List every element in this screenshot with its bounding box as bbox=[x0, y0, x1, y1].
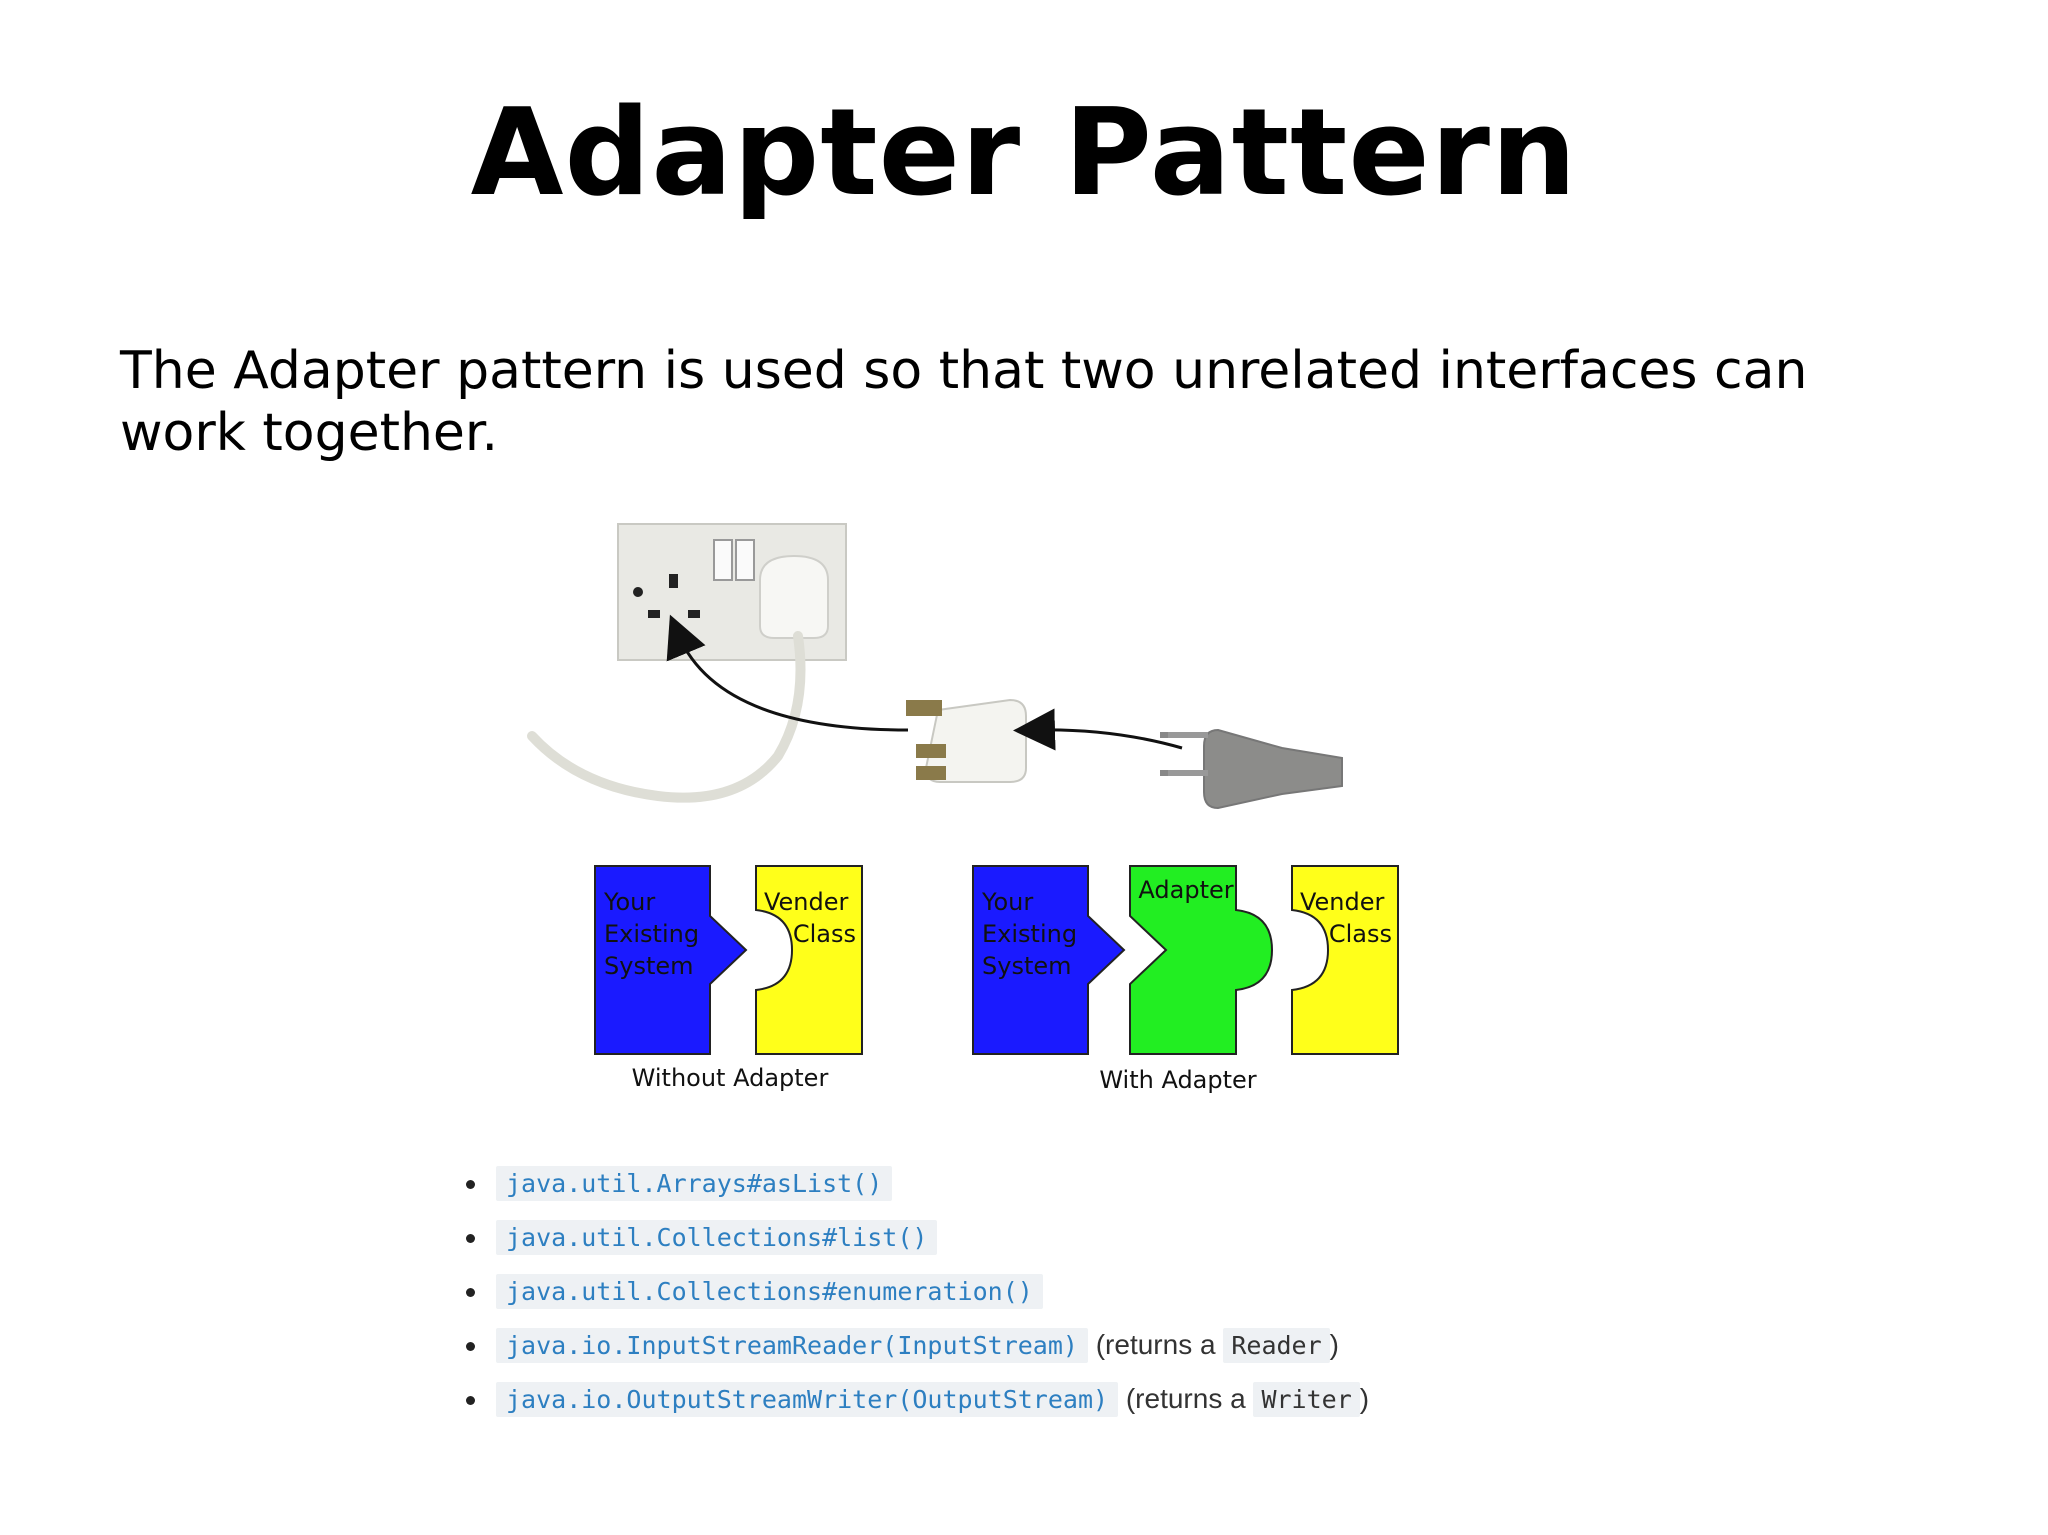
code-link[interactable]: java.util.Arrays#asList() bbox=[496, 1166, 893, 1201]
adapter-block bbox=[1129, 865, 1274, 1055]
vender-label-line2: Class bbox=[793, 920, 856, 948]
svg-text:Your Existing Syst: Your Existing System bbox=[603, 888, 707, 980]
svg-text:Vender Class: Vender Class bbox=[764, 888, 856, 948]
system-label-line3: System bbox=[604, 952, 694, 980]
euro-plug-icon bbox=[1160, 728, 1343, 810]
system-label-line1: Your bbox=[603, 888, 655, 916]
code-link[interactable]: java.util.Collections#enumeration() bbox=[496, 1274, 1043, 1309]
system-label-line1: Your bbox=[981, 888, 1033, 916]
note-code: Reader bbox=[1223, 1328, 1330, 1363]
vender-class-block bbox=[1291, 865, 1399, 1055]
vender-label-line1: Vender bbox=[1300, 888, 1385, 916]
code-link[interactable]: java.io.InputStreamReader(InputStream) bbox=[496, 1328, 1088, 1363]
wall-socket-icon bbox=[617, 523, 847, 661]
svg-text:Your Existing Syst: Your Existing System bbox=[981, 888, 1085, 980]
with-adapter-diagram: Your Existing System Adapter Vender Clas… bbox=[972, 865, 1399, 1094]
svg-text:Vender Class: Vender Class bbox=[1300, 888, 1392, 948]
arrow-to-socket bbox=[666, 614, 909, 732]
note-text: (returns a bbox=[1125, 1383, 1246, 1414]
code-link[interactable]: java.io.OutputStreamWriter(OutputStream) bbox=[496, 1382, 1119, 1417]
intro-text: The Adapter pattern is used so that two … bbox=[120, 341, 1808, 463]
list-item: java.io.InputStreamReader(InputStream) (… bbox=[462, 1318, 1369, 1372]
without-adapter-diagram: Your Existing System Vender Class Withou… bbox=[594, 865, 863, 1092]
arrow-to-adapter bbox=[1013, 708, 1183, 751]
note-close: ) bbox=[1329, 1329, 1339, 1360]
caption-with-adapter: With Adapter bbox=[1099, 1066, 1256, 1094]
system-label-line3: System bbox=[982, 952, 1072, 980]
vender-class-block bbox=[755, 865, 863, 1055]
list-item: java.util.Arrays#asList() bbox=[462, 1156, 1369, 1210]
cable bbox=[527, 631, 806, 803]
travel-adapter-icon bbox=[906, 698, 1027, 783]
caption-without-adapter: Without Adapter bbox=[632, 1064, 829, 1092]
note-close: ) bbox=[1359, 1383, 1370, 1414]
system-label-line2: Existing bbox=[604, 920, 699, 948]
system-label-line2: Existing bbox=[982, 920, 1077, 948]
list-item: java.util.Collections#list() bbox=[462, 1210, 1369, 1264]
your-system-block bbox=[972, 865, 1126, 1055]
list-item: java.io.OutputStreamWriter(OutputStream)… bbox=[462, 1372, 1369, 1426]
examples-list: java.util.Arrays#asList() java.util.Coll… bbox=[462, 1156, 1369, 1426]
code-link[interactable]: java.util.Collections#list() bbox=[496, 1220, 938, 1255]
note-text: (returns a bbox=[1095, 1329, 1216, 1360]
your-system-block bbox=[594, 865, 748, 1055]
slide-title: Adapter Pattern bbox=[470, 84, 1578, 223]
adapter-label: Adapter bbox=[1138, 876, 1233, 904]
list-item: java.util.Collections#enumeration() bbox=[462, 1264, 1369, 1318]
vender-label-line1: Vender bbox=[764, 888, 849, 916]
note-code: Writer bbox=[1253, 1382, 1360, 1417]
vender-label-line2: Class bbox=[1329, 920, 1392, 948]
